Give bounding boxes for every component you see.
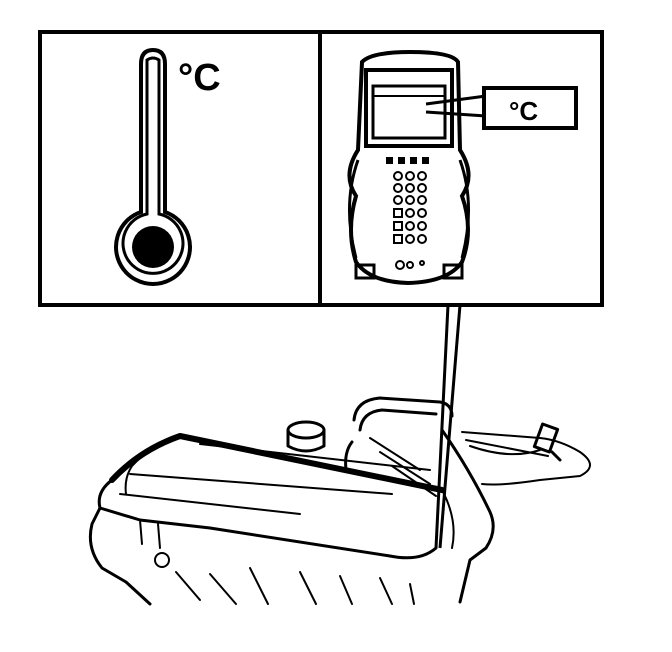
oil-filler-cap [286,420,326,453]
scan-tool-function-keys [386,157,429,164]
scan-tool-screen-bezel [364,68,454,148]
temperature-sensor-connector [532,422,562,462]
engine-icon [88,396,591,606]
panels-frame [38,30,604,307]
thermometer-unit-label: °C [178,57,221,99]
thermometer-bulb [132,226,174,268]
scan-tool-icon [347,49,471,286]
intake-pipe [344,396,454,472]
scan-tool-cable [434,304,462,549]
scan-tool-display-box [482,86,578,130]
right-panel [318,30,604,307]
scan-tool-keypad [393,171,427,270]
screen-callout [425,94,487,118]
thermometer-icon [114,47,192,286]
scan-tool-display-unit: °C [509,96,538,126]
